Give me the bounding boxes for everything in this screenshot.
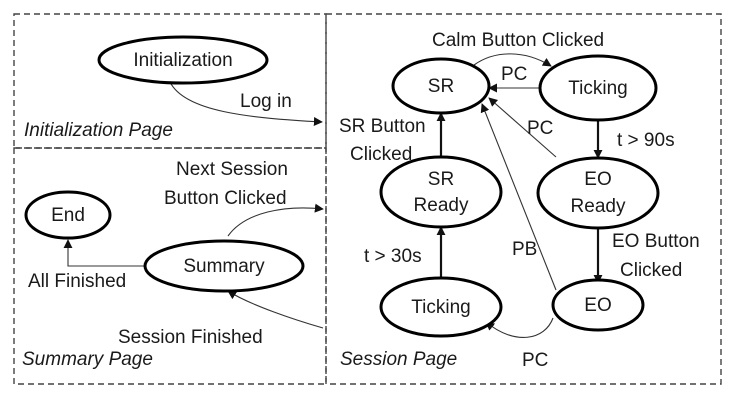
state-end-label: End	[51, 205, 85, 226]
state-ticking-bottom	[379, 276, 503, 338]
edge-all-finished	[63, 239, 146, 267]
edge-log-in	[169, 81, 323, 127]
label-t-gt-30s: t > 30s	[364, 246, 422, 267]
session-page-box	[325, 13, 722, 385]
state-eo-ready	[536, 156, 660, 230]
state-eo-ready-label-line1: EO	[584, 169, 611, 190]
label-calm-button-clicked: Calm Button Clicked	[432, 30, 604, 51]
edge-session-finished	[227, 290, 324, 329]
initialization-page-label: Initialization Page	[24, 120, 173, 141]
label-all-finished: All Finished	[28, 271, 126, 292]
state-initialization	[97, 35, 269, 85]
edge-next-session	[227, 203, 324, 237]
state-summary-label: Summary	[183, 256, 265, 277]
label-eo-button-line1: EO Button	[612, 231, 700, 252]
label-pc-top: PC	[501, 64, 527, 85]
state-initialization-label: Initialization	[133, 50, 232, 71]
edge-pc-bottom	[485, 317, 554, 338]
state-end	[24, 190, 112, 240]
label-pc-mid: PC	[527, 118, 553, 139]
state-eo-label: EO	[584, 295, 611, 316]
label-pb: PB	[512, 239, 537, 260]
label-session-finished: Session Finished	[118, 327, 263, 348]
label-pc-bottom: PC	[522, 350, 548, 371]
label-log-in: Log in	[240, 91, 292, 112]
state-ticking-top	[538, 54, 658, 122]
label-sr-button-line1: SR Button	[339, 116, 426, 137]
summary-page-box	[13, 147, 327, 385]
label-next-session-line1: Next Session	[176, 159, 288, 180]
state-sr	[391, 57, 491, 115]
label-eo-button-line2: Clicked	[620, 260, 682, 281]
state-sr-ready-label-line2: Ready	[414, 195, 469, 216]
summary-page-label: Summary Page	[22, 349, 153, 370]
label-next-session-line2: Button Clicked	[164, 188, 287, 209]
state-sr-ready	[379, 155, 503, 229]
edge-pc-mid	[488, 97, 557, 158]
edge-calm-button	[473, 53, 552, 67]
state-eo-ready-label-line2: Ready	[571, 196, 626, 217]
session-page-label: Session Page	[340, 349, 457, 370]
state-summary	[143, 239, 305, 293]
edge-pb	[480, 103, 557, 291]
state-sr-ready-label-line1: SR	[428, 169, 454, 190]
label-t-gt-90s: t > 90s	[617, 130, 675, 151]
state-ticking-bottom-label: Ticking	[411, 297, 470, 318]
label-sr-button-line2: Clicked	[350, 144, 412, 165]
state-ticking-top-label: Ticking	[568, 78, 627, 99]
state-sr-label: SR	[428, 76, 454, 97]
state-eo	[551, 278, 645, 332]
